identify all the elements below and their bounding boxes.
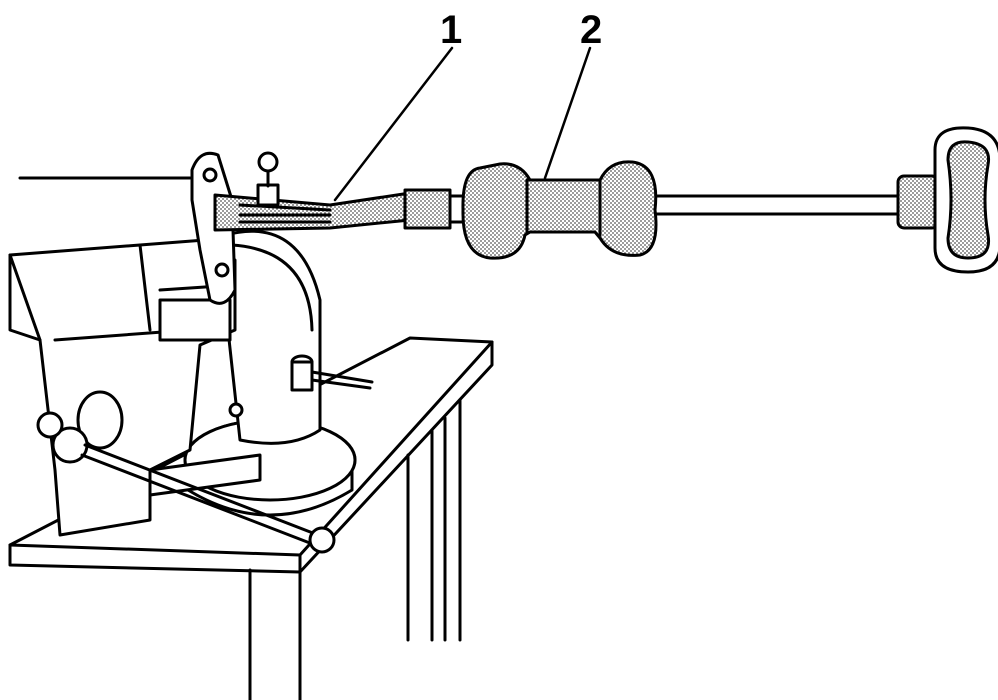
slide-hammer bbox=[461, 126, 998, 274]
callout-2: 2 bbox=[580, 8, 603, 52]
leader-line-2 bbox=[543, 46, 592, 180]
callout-1: 1 bbox=[440, 8, 463, 52]
bench-vise bbox=[8, 229, 374, 554]
leader-line-1 bbox=[333, 46, 454, 202]
collet-adapter bbox=[213, 151, 467, 232]
